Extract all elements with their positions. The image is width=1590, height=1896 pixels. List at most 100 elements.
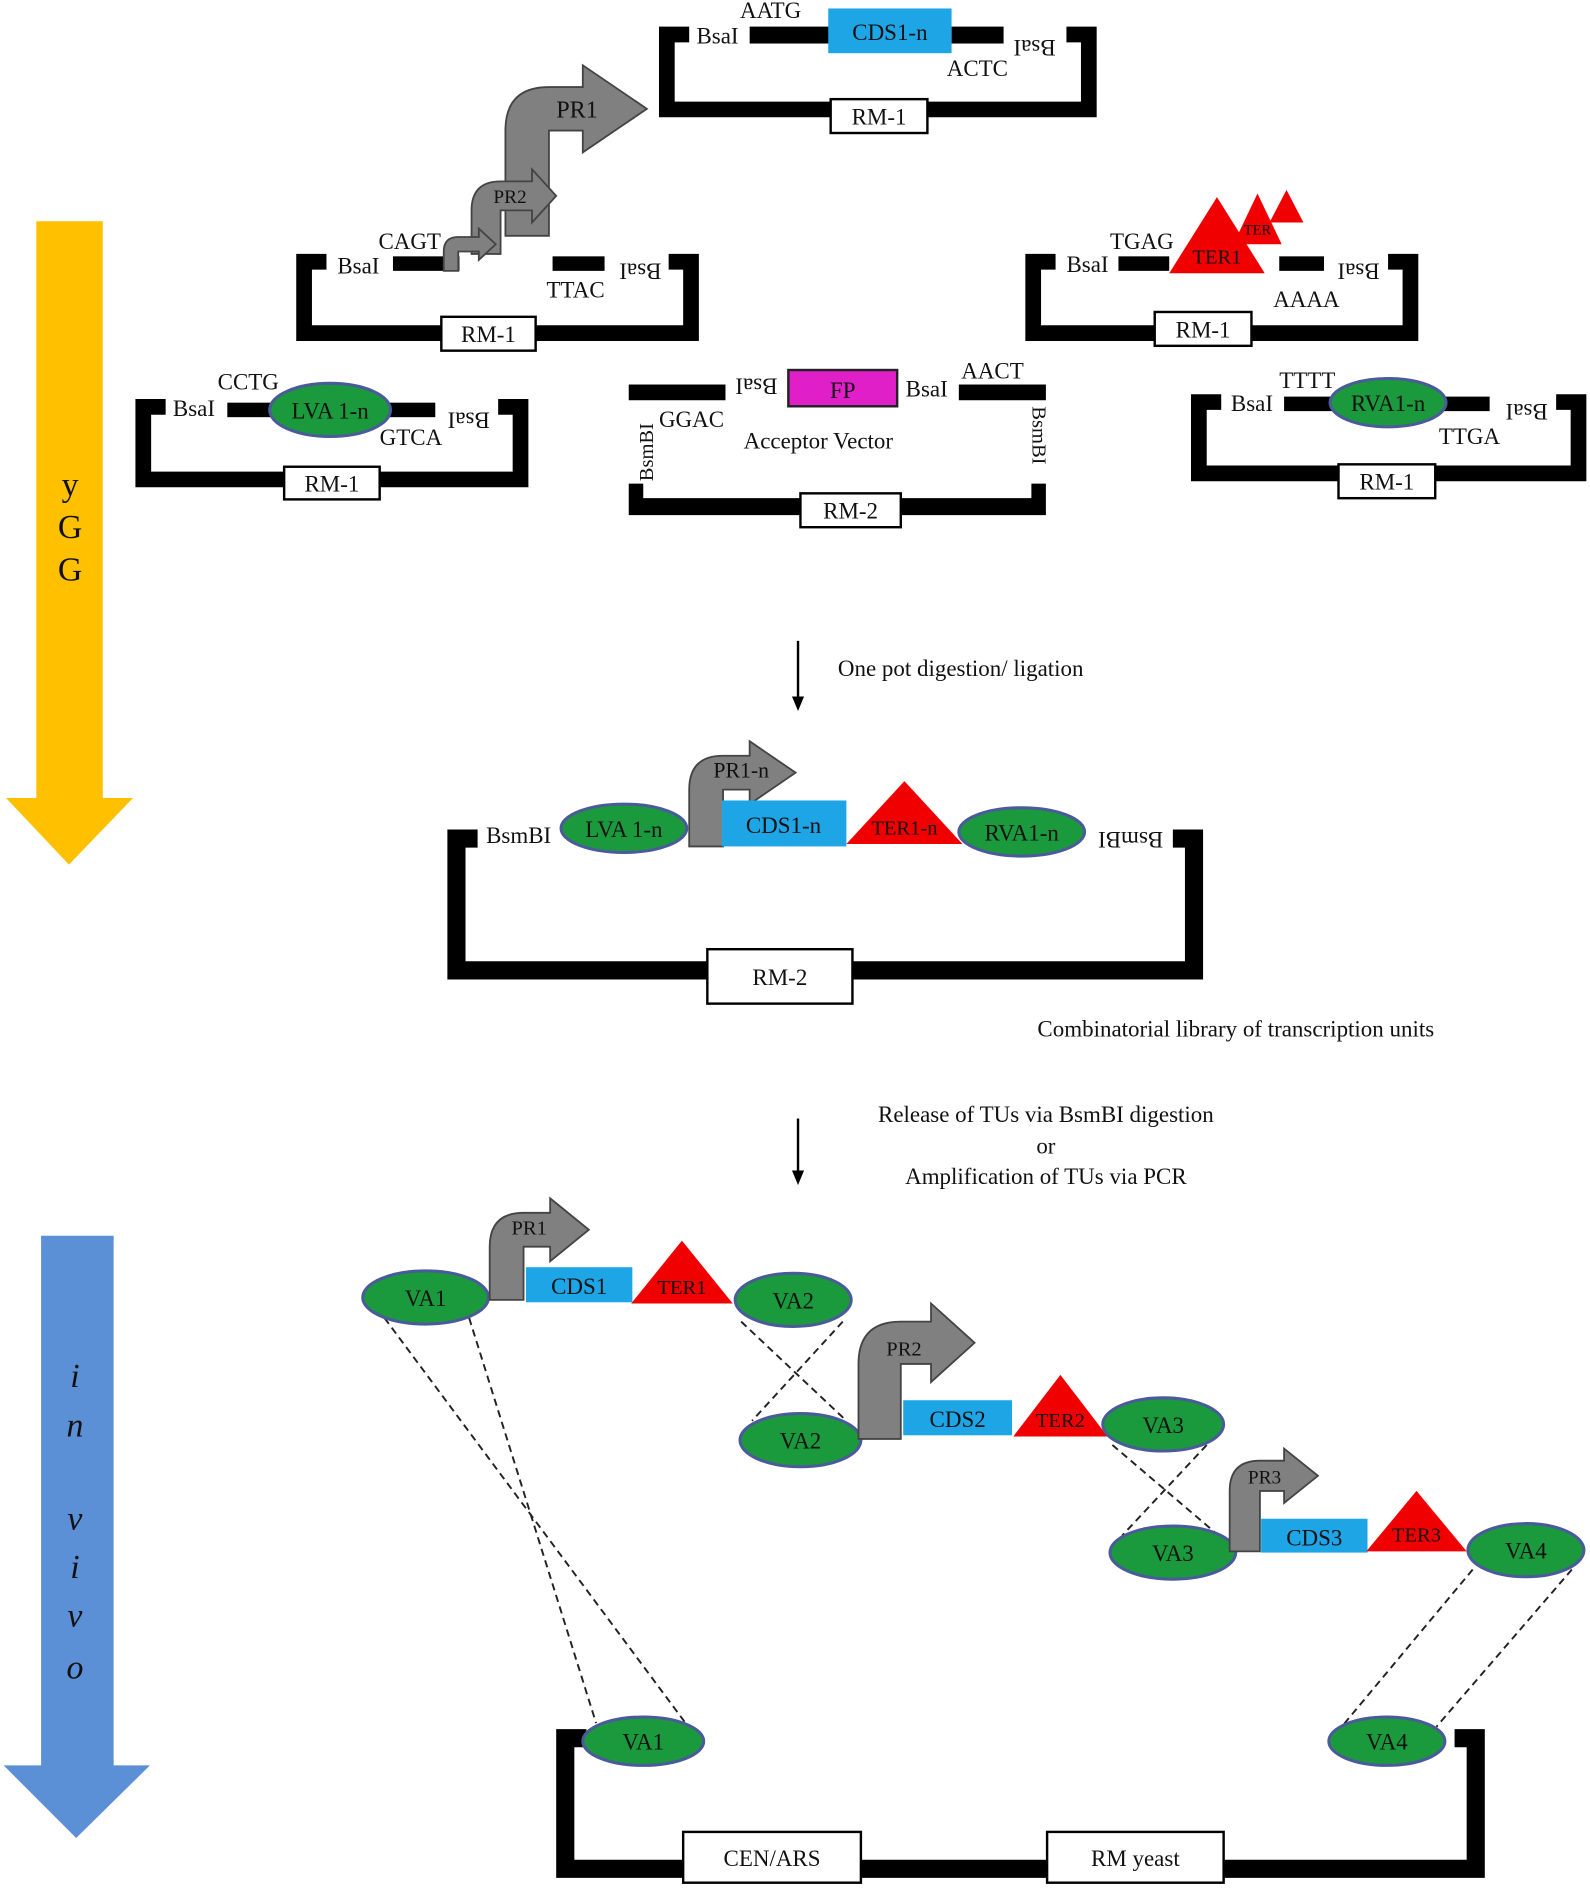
assembled-site-left: BsmBI — [486, 823, 551, 848]
step2-label-line: or — [1036, 1134, 1055, 1159]
tu1-va-right — [733, 1271, 853, 1328]
acceptor-marker-box — [799, 492, 903, 529]
promoter-pr1-arrow-label: PR1 — [556, 96, 598, 123]
recombination-line — [751, 1320, 844, 1422]
lva-overhang-right: GTCA — [380, 425, 443, 450]
rva-vector-backbone — [1190, 394, 1587, 482]
lva-overhang-left: CCTG — [218, 369, 279, 394]
acceptor-site-inner-left: BsaI — [735, 373, 777, 398]
tu3-va-right-label: VA4 — [1505, 1539, 1547, 1564]
lva-part-label: LVA 1-n — [291, 398, 369, 423]
yeast-vector-backbone — [556, 1729, 1485, 1878]
step2-label-line: Amplification of TUs via PCR — [905, 1164, 1187, 1189]
assembled-lva-label: LVA 1-n — [585, 817, 663, 842]
acceptor-fp-part — [787, 368, 899, 408]
yeast-vector-backbone-line — [556, 1729, 1485, 1878]
phase-letter: n — [67, 1408, 84, 1445]
terminator-insert-left-arm — [1118, 256, 1170, 271]
assembled-rva — [957, 806, 1087, 858]
tu1-va-right-label: VA2 — [772, 1288, 814, 1313]
terminator-vector-backbone-line — [1025, 253, 1419, 341]
cds-part-label: CDS1-n — [852, 20, 928, 45]
phase-letter: v — [67, 1501, 83, 1538]
tu1-cds-label: CDS1 — [551, 1274, 607, 1299]
terminator-ter1-triangle-label: TER1 — [1192, 247, 1241, 269]
phase-letter: i — [70, 1358, 79, 1395]
tu3-promoter-arrow-label: PR3 — [1248, 1468, 1281, 1489]
cds-part — [828, 8, 952, 54]
terminator-ter1-triangle — [1169, 197, 1265, 274]
lva-marker-box-label: RM-1 — [304, 472, 359, 497]
acceptor-title: Acceptor Vector — [744, 429, 894, 454]
tu3-va-right — [1466, 1522, 1586, 1579]
promoter-vector-backbone — [296, 253, 699, 341]
recombination-line — [468, 1317, 598, 1724]
tu3-promoter-arrow — [1228, 1446, 1320, 1553]
terminator-overhang-right: AAAA — [1273, 287, 1340, 312]
terminator-marker-box-label: RM-1 — [1176, 317, 1231, 342]
rva-marker-box-label: RM-1 — [1359, 470, 1414, 495]
promoter-small-arrow — [442, 226, 498, 272]
terminator-marker-box — [1153, 310, 1253, 348]
phase-letter: o — [67, 1649, 84, 1686]
promoter-insert-right-arm — [552, 256, 605, 271]
promoter-overhang-right: TTAC — [547, 277, 605, 302]
phase-letter: G — [58, 551, 82, 588]
promoter-site-right: BsaI — [619, 259, 661, 284]
assembled-marker-box — [706, 948, 854, 1005]
assembled-promoter-arrow — [688, 739, 798, 848]
recombination-line — [1121, 1444, 1208, 1537]
cds-site-left: BsaI — [696, 24, 738, 49]
yeast-cen-ars-box-label: CEN/ARS — [724, 1846, 821, 1871]
tu2-va-left-label: VA2 — [780, 1429, 822, 1454]
tu2-cds — [903, 1400, 1013, 1436]
lva-marker-box — [282, 465, 381, 501]
tu3-ter — [1366, 1490, 1467, 1552]
tu2-promoter-arrow — [857, 1301, 976, 1440]
tu1-ter-label: TER1 — [657, 1277, 706, 1299]
rva-part — [1328, 376, 1448, 429]
acceptor-site-outer-right: BsmBI — [1028, 406, 1050, 464]
tu3-va-left-label: VA3 — [1152, 1541, 1194, 1566]
acceptor-site-inner-right: BsaI — [906, 377, 948, 402]
lva-insert-right-arm — [380, 402, 436, 418]
yeast-golden-gate-arrow — [6, 221, 134, 865]
rva-insert-right-arm — [1438, 396, 1490, 412]
tu2-ter — [1013, 1374, 1108, 1437]
tu2-promoter-arrow-label: PR2 — [886, 1338, 921, 1360]
cds-site-right: BsaI — [1013, 35, 1055, 60]
yeast-cen-ars-box — [681, 1830, 863, 1884]
phase-letter: G — [58, 509, 82, 546]
step1-label: One pot digestion/ ligation — [838, 656, 1084, 681]
tu3-cds — [1261, 1518, 1368, 1553]
rva-overhang-left: TTTT — [1279, 368, 1335, 393]
tu1-promoter-arrow-label: PR1 — [511, 1218, 546, 1240]
phase-letter: y — [62, 467, 79, 504]
recombination-line — [1338, 1568, 1474, 1730]
acceptor-marker-box-label: RM-2 — [823, 499, 878, 524]
step1-arrow-head — [791, 696, 805, 711]
yeast-rm-box-label: RM yeast — [1091, 1846, 1180, 1871]
tu2-va-right-label: VA3 — [1142, 1413, 1184, 1438]
assembled-vector-backbone-line — [447, 829, 1204, 980]
phase-letter: i — [70, 1549, 79, 1586]
terminator-mid-triangle-label: TER — [1244, 223, 1272, 239]
rva-overhang-right: TTGA — [1439, 424, 1501, 449]
tu1-cds — [525, 1267, 633, 1303]
tu1-ter — [631, 1240, 733, 1304]
lva-site-right: BsaI — [448, 407, 490, 432]
rva-marker-box — [1337, 463, 1437, 500]
acceptor-site-outer-left: BsmBI — [636, 423, 658, 481]
cds-insert-left-arm — [749, 26, 830, 44]
acceptor-left-arm — [628, 384, 726, 401]
terminator-vector-backbone — [1025, 253, 1419, 341]
acceptor-fp-label: FP — [830, 378, 856, 403]
assembled-cds — [721, 800, 847, 847]
promoter-marker-box — [440, 315, 537, 352]
lva-part — [268, 381, 393, 439]
step2-label-line: Release of TUs via BsmBI digestion — [878, 1102, 1214, 1127]
promoter-pr2-arrow-label: PR2 — [493, 187, 526, 208]
recombination-line — [383, 1317, 687, 1724]
step2-arrow-head — [791, 1170, 805, 1185]
